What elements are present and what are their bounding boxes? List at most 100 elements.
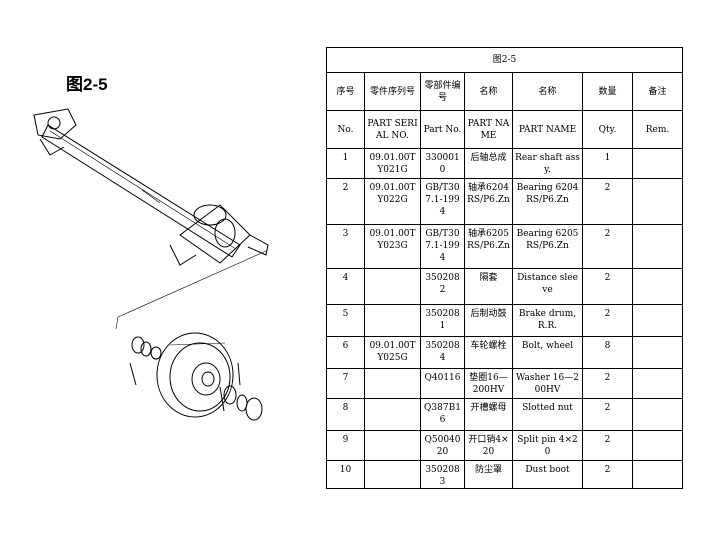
row-serial <box>364 304 421 337</box>
row-remark <box>631 460 684 489</box>
row-remark <box>631 304 684 337</box>
table-row: 3 09.01.00T Y023G GB/T307.1-1994 轴承6205R… <box>326 224 684 269</box>
row-no: 3 <box>326 224 365 269</box>
row-serial <box>364 268 421 305</box>
row-name-cn: 防尘罩 <box>464 460 513 489</box>
table-row: 1 09.01.00T Y021G 3300010 后轴总成 Rear shaf… <box>326 148 684 179</box>
row-no: 9 <box>326 430 365 461</box>
table-row: 7 Q40116 垫圈16—200HV Washer 16—200HV 2 <box>326 368 684 399</box>
row-remark <box>631 148 684 179</box>
header-part-no-cn: 零部件编号 <box>420 72 465 111</box>
parts-table: 图2-5 序号 零件序列号 零部件编号 名称 名称 数量 备注 No. PART… <box>325 47 684 489</box>
row-part-no: GB/T307.1-1994 <box>420 178 465 225</box>
row-no: 1 <box>326 148 365 179</box>
row-serial <box>364 368 421 399</box>
row-name-cn: 垫圈16—200HV <box>464 368 513 399</box>
header-no-cn: 序号 <box>326 72 365 111</box>
row-remark <box>631 224 684 269</box>
table-caption: 图2-5 <box>325 47 684 73</box>
row-serial <box>364 460 421 489</box>
row-part-no: 3300010 <box>420 148 465 179</box>
row-qty: 2 <box>582 224 633 269</box>
row-no: 10 <box>326 460 365 489</box>
row-name-en: Bearing 6205RS/P6.Zn <box>512 224 583 269</box>
table-row: 5 3502081 后制动鼓 Brake drum, R.R. 2 <box>326 304 684 337</box>
header-name-en-en: PART NAME <box>512 110 583 149</box>
header-row-en: No. PART SERIAL NO. Part No. PART NAME P… <box>326 110 684 149</box>
table-caption-row: 图2-5 <box>325 47 684 73</box>
row-serial: 09.01.00T Y025G <box>364 336 421 369</box>
row-remark <box>631 398 684 431</box>
row-name-en: Slotted nut <box>512 398 583 431</box>
row-remark <box>631 368 684 399</box>
row-qty: 2 <box>582 178 633 225</box>
row-qty: 2 <box>582 268 633 305</box>
row-name-cn: 开槽螺母 <box>464 398 513 431</box>
row-name-en: Dust boot <box>512 460 583 489</box>
row-qty: 2 <box>582 460 633 489</box>
table-row: 2 09.01.00T Y022G GB/T307.1-1994 轴承6204R… <box>326 178 684 225</box>
row-name-cn: 后轴总成 <box>464 148 513 179</box>
row-name-cn: 车轮螺栓 <box>464 336 513 369</box>
row-qty: 2 <box>582 368 633 399</box>
row-no: 6 <box>326 336 365 369</box>
table-row: 8 Q387B16 开槽螺母 Slotted nut 2 <box>326 398 684 431</box>
row-serial <box>364 430 421 461</box>
row-part-no: Q5004020 <box>420 430 465 461</box>
row-remark <box>631 430 684 461</box>
header-name-cn: 名称 <box>464 72 513 111</box>
row-qty: 2 <box>582 430 633 461</box>
header-name-cn-en: PART NAME <box>464 110 513 149</box>
row-name-en: Bolt, wheel <box>512 336 583 369</box>
table-row: 9 Q5004020 开口销4×20 Split pin 4×20 2 <box>326 430 684 461</box>
row-name-cn: 轴承6205RS/P6.Zn <box>464 224 513 269</box>
row-no: 4 <box>326 268 365 305</box>
row-qty: 2 <box>582 398 633 431</box>
header-row-cn: 序号 零件序列号 零部件编号 名称 名称 数量 备注 <box>326 72 684 111</box>
row-no: 5 <box>326 304 365 337</box>
row-name-en: Split pin 4×20 <box>512 430 583 461</box>
figure-label: 图2-5 <box>66 75 108 94</box>
row-serial: 09.01.00T Y021G <box>364 148 421 179</box>
row-name-cn: 轴承6204RS/P6.Zn <box>464 178 513 225</box>
header-part-no-en: Part No. <box>420 110 465 149</box>
header-qty-en: Qty. <box>582 110 633 149</box>
header-name-en-cn: 名称 <box>512 72 583 111</box>
row-name-cn: 隔套 <box>464 268 513 305</box>
row-part-no: 3502082 <box>420 268 465 305</box>
table-row: 6 09.01.00T Y025G 3502084 车轮螺栓 Bolt, whe… <box>326 336 684 369</box>
header-qty-cn: 数量 <box>582 72 633 111</box>
axle-assembly <box>33 108 269 330</box>
brake-drum-parts <box>129 332 263 421</box>
row-remark <box>631 268 684 305</box>
table-row: 4 3502082 隔套 Distance sleeve 2 <box>326 268 684 305</box>
row-name-en: Washer 16—200HV <box>512 368 583 399</box>
row-remark <box>631 178 684 225</box>
row-name-en: Distance sleeve <box>512 268 583 305</box>
header-remark-cn: 备注 <box>631 72 684 111</box>
row-qty: 1 <box>582 148 633 179</box>
table-row: 10 3502083 防尘罩 Dust boot 2 <box>326 460 684 489</box>
exploded-axle-drawing <box>33 108 269 421</box>
row-serial <box>364 398 421 431</box>
row-qty: 8 <box>582 336 633 369</box>
row-name-cn: 开口销4×20 <box>464 430 513 461</box>
row-part-no: 3502084 <box>420 336 465 369</box>
header-serial-en: PART SERIAL NO. <box>364 110 421 149</box>
header-no-en: No. <box>326 110 365 149</box>
row-no: 7 <box>326 368 365 399</box>
row-name-en: Rear shaft assy. <box>512 148 583 179</box>
row-part-no: Q40116 <box>420 368 465 399</box>
row-part-no: 3502083 <box>420 460 465 489</box>
row-name-cn: 后制动鼓 <box>464 304 513 337</box>
row-part-no: 3502081 <box>420 304 465 337</box>
row-no: 8 <box>326 398 365 431</box>
header-serial-cn: 零件序列号 <box>364 72 421 111</box>
row-serial: 09.01.00T Y023G <box>364 224 421 269</box>
row-qty: 2 <box>582 304 633 337</box>
row-name-en: Bearing 6204RS/P6.Zn <box>512 178 583 225</box>
row-part-no: Q387B16 <box>420 398 465 431</box>
row-name-en: Brake drum, R.R. <box>512 304 583 337</box>
row-part-no: GB/T307.1-1994 <box>420 224 465 269</box>
row-serial: 09.01.00T Y022G <box>364 178 421 225</box>
